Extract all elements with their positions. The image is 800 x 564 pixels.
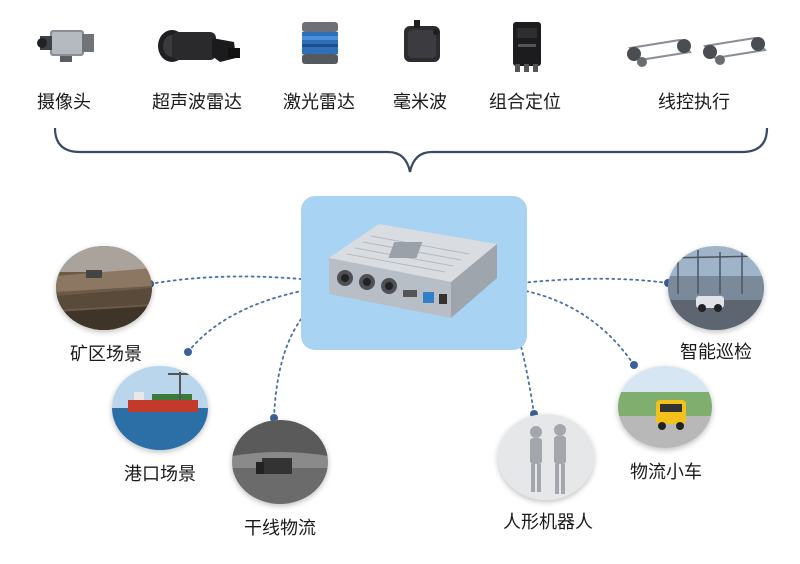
ultrasonic-radar-icon [150,18,246,74]
scene-label-logistics-vehicle: 物流小车 [630,462,702,483]
sensor-label-lidar: 激光雷达 [283,92,355,113]
mining-scene [56,246,152,330]
scene-label-port: 港口场景 [124,464,196,485]
sensor-label-chassis: 线控执行 [658,92,730,113]
humanoid-robot-scene [498,414,594,500]
sensor-label-positioning: 组合定位 [489,92,561,113]
drive-by-wire-chassis-icon [620,18,770,74]
smart-inspection-scene [668,246,764,330]
sensor-label-camera: 摄像头 [37,92,91,113]
scene-label-mining: 矿区场景 [70,344,142,365]
scene-label-humanoid: 人形机器人 [503,512,593,533]
lidar-icon [296,18,344,74]
domain-controller-box [301,196,527,350]
scene-label-inspection: 智能巡检 [680,342,752,363]
trunk-logistics-scene [232,420,328,504]
logistics-vehicle-scene [618,366,712,448]
scene-label-trunk: 干线物流 [244,518,316,539]
grouping-brace [53,127,769,173]
sensor-label-ultrasonic: 超声波雷达 [152,92,242,113]
mmwave-radar-icon [396,18,448,74]
camera-icon [32,18,102,74]
domain-controller-icon [329,224,497,318]
gnss-ins-icon [505,18,549,78]
port-scene [112,366,208,450]
sensor-label-mmwave: 毫米波 [393,92,447,113]
